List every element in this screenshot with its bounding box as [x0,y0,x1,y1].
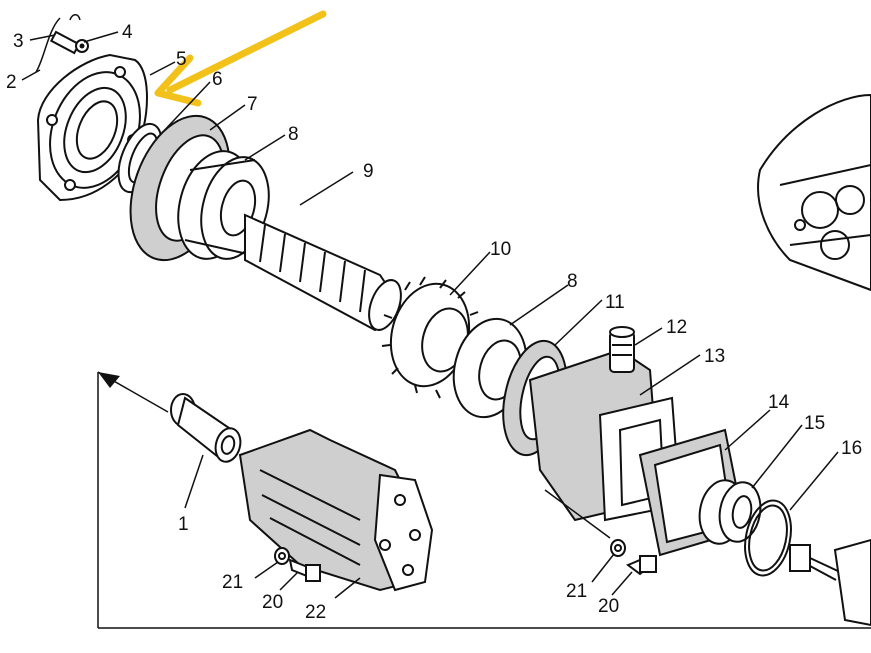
callout-8-lower: 8 [567,271,578,292]
washer-21-right [610,539,626,557]
callout-21-left: 21 [222,572,243,593]
callout-20-left: 20 [262,592,283,613]
callout-4: 4 [122,22,133,43]
callout-8-upper: 8 [288,124,299,145]
callout-3: 3 [13,31,24,52]
callout-12: 12 [666,317,687,338]
callout-1: 1 [178,514,189,535]
transmission-case [757,93,871,292]
spline-gear-1 [170,393,242,463]
callout-2: 2 [6,72,17,93]
callout-labels: 3 4 2 5 6 7 8 9 10 8 11 12 13 14 15 16 1… [6,22,862,623]
callout-20-right: 20 [598,596,619,617]
callout-13: 13 [704,346,725,367]
callout-11: 11 [605,292,625,313]
callout-15: 15 [804,413,825,434]
leader-lines [21,31,839,599]
washer-21-left [274,547,290,565]
pump-housing-22 [238,428,434,592]
callout-22: 22 [305,602,326,623]
highlight-arrow [154,10,327,107]
drain-bolt [789,538,871,627]
callout-21-right: 21 [566,581,587,602]
callout-16: 16 [841,438,862,459]
callout-5: 5 [176,49,187,70]
snap-ring-16 [744,499,792,577]
bolt-20-right [626,555,657,576]
bolt-and-lockwire [35,14,89,73]
callout-9: 9 [363,161,374,182]
plug-12 [609,326,635,373]
callout-6: 6 [212,69,223,90]
callout-7: 7 [247,94,258,115]
bolt-20-left [288,558,321,582]
callout-14: 14 [768,392,790,413]
callout-10: 10 [490,239,511,260]
splined-shaft [244,213,402,332]
bearing-15 [698,479,762,545]
assembly-bracket-arrow [97,371,871,629]
